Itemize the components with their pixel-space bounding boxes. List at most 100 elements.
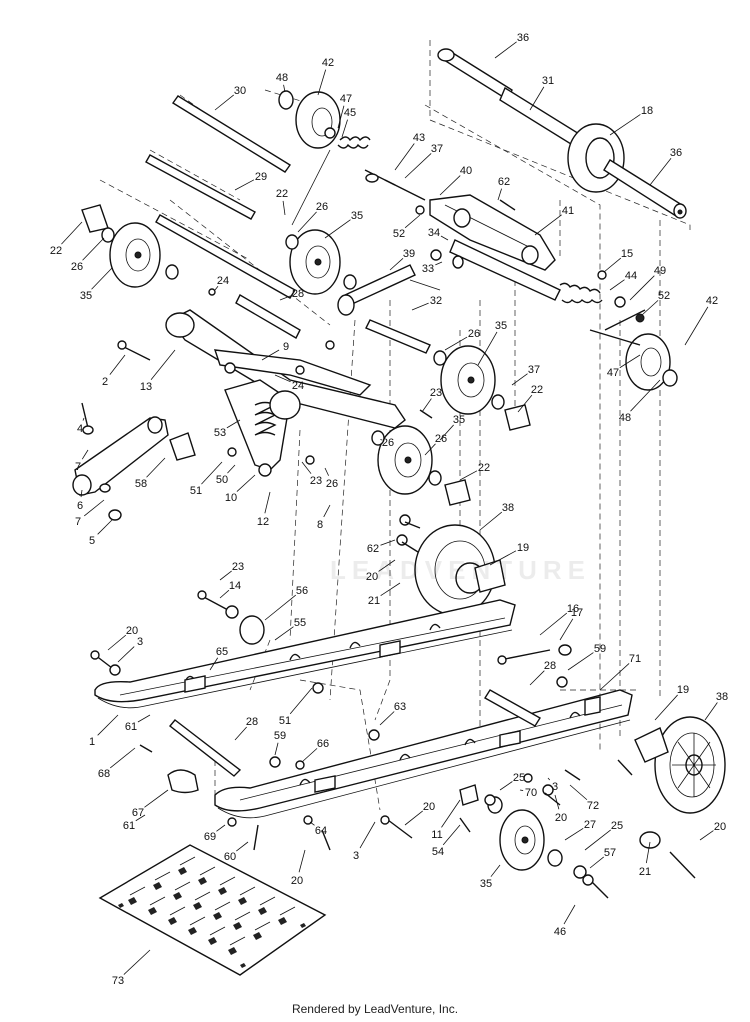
callout-leader [441,799,461,828]
rear-wheel-lower [634,716,726,814]
callout-number: 10 [225,492,237,504]
callout-leader [214,285,219,291]
callout-number: 54 [432,846,444,858]
callout-leader [442,824,461,846]
callout-number: 36 [517,32,529,44]
callout-number: 20 [291,875,303,887]
callout-leader [380,439,383,441]
callout-leader [563,904,576,925]
callout-leader [144,789,169,808]
callout-leader [477,331,498,366]
idler-wheel-upper-center [285,229,357,295]
callout-number: 3 [353,850,359,862]
callout-number: 7 [75,461,81,473]
callout-number: 58 [135,478,147,490]
callout-number: 24 [292,380,304,392]
callout-leader [539,612,568,636]
callout-number: 65 [216,646,228,658]
callout-leader [109,747,136,769]
shafts [145,95,431,354]
callout-leader [380,539,396,546]
callout-number: 73 [112,975,124,987]
callout-number: 62 [367,543,379,555]
callout-number: 11 [431,829,442,841]
callout-leader [324,219,351,239]
center-pivot-arm [337,194,603,316]
rear-wheel-upper [414,524,506,616]
callout-number: 63 [394,701,406,713]
callout-number: 66 [317,738,329,750]
left-rail [94,599,516,709]
callout-leader [341,119,348,138]
callout-number: 22 [478,462,490,474]
callout-number: 3 [552,781,558,793]
callout-leader [435,261,443,266]
callout-leader [519,789,524,791]
callout-number: 67 [132,807,144,819]
callout-number: 62 [498,176,510,188]
callout-leader [317,69,327,96]
callout-number: 1 [89,736,95,748]
callout-number: 41 [562,205,574,217]
callout-number: 38 [716,691,728,703]
callout-number: 35 [480,878,492,890]
callout-leader [619,354,641,369]
callout-number: 18 [641,105,653,117]
callout-number: 40 [460,165,472,177]
callout-number: 8 [317,519,323,531]
callout-number: 26 [71,261,83,273]
callout-leader [219,589,230,599]
callout-leader [117,646,135,663]
callout-leader [584,829,611,851]
callout-leader [61,221,83,245]
callout-leader [97,714,119,736]
callout-leader [274,626,294,641]
callout-leader [123,949,151,975]
callout-leader [489,550,517,566]
callout-leader [216,824,226,832]
callout-leader [699,830,714,841]
callout-leader [226,419,241,429]
callout-leader [214,94,235,111]
callout-leader [150,349,176,381]
callout-number: 61 [123,820,135,832]
callout-leader [298,849,306,873]
callout-leader [301,748,318,763]
callout-leader [564,827,584,841]
callout-leader [135,814,146,822]
callout-number: 22 [531,384,543,396]
snow-flap [98,844,327,976]
callout-leader [201,461,223,485]
hardware [90,199,696,899]
idler-wheel-upper-left [81,204,179,288]
callout-number: 51 [279,715,291,727]
rear-axle-assembly [437,48,687,219]
callout-number: 35 [351,210,363,222]
callout-number: 59 [594,643,606,655]
callout-number: 52 [658,290,670,302]
callout-leader [309,821,315,826]
callout-number: 47 [340,93,352,105]
callout-leader [589,856,605,869]
callout-leader [517,394,533,413]
right-rail [214,689,633,819]
callout-leader [490,864,501,877]
callout-number: 36 [670,147,682,159]
callout-leader [404,214,421,229]
callout-number: 55 [294,617,306,629]
callout-leader [421,398,432,413]
callout-number: 23 [430,387,442,399]
callout-number: 39 [403,248,415,260]
callout-leader [554,794,560,810]
front-torque-arm [165,309,406,477]
callout-number: 2 [102,376,108,388]
callout-leader [444,336,468,351]
callout-number: 59 [274,730,286,742]
callout-leader [630,379,661,412]
callout-leader [91,267,113,290]
callout-number: 9 [283,341,289,353]
callout-number: 13 [140,381,152,393]
callout-number: 20 [714,821,726,833]
callout-leader [603,257,622,273]
callout-leader [567,652,594,671]
